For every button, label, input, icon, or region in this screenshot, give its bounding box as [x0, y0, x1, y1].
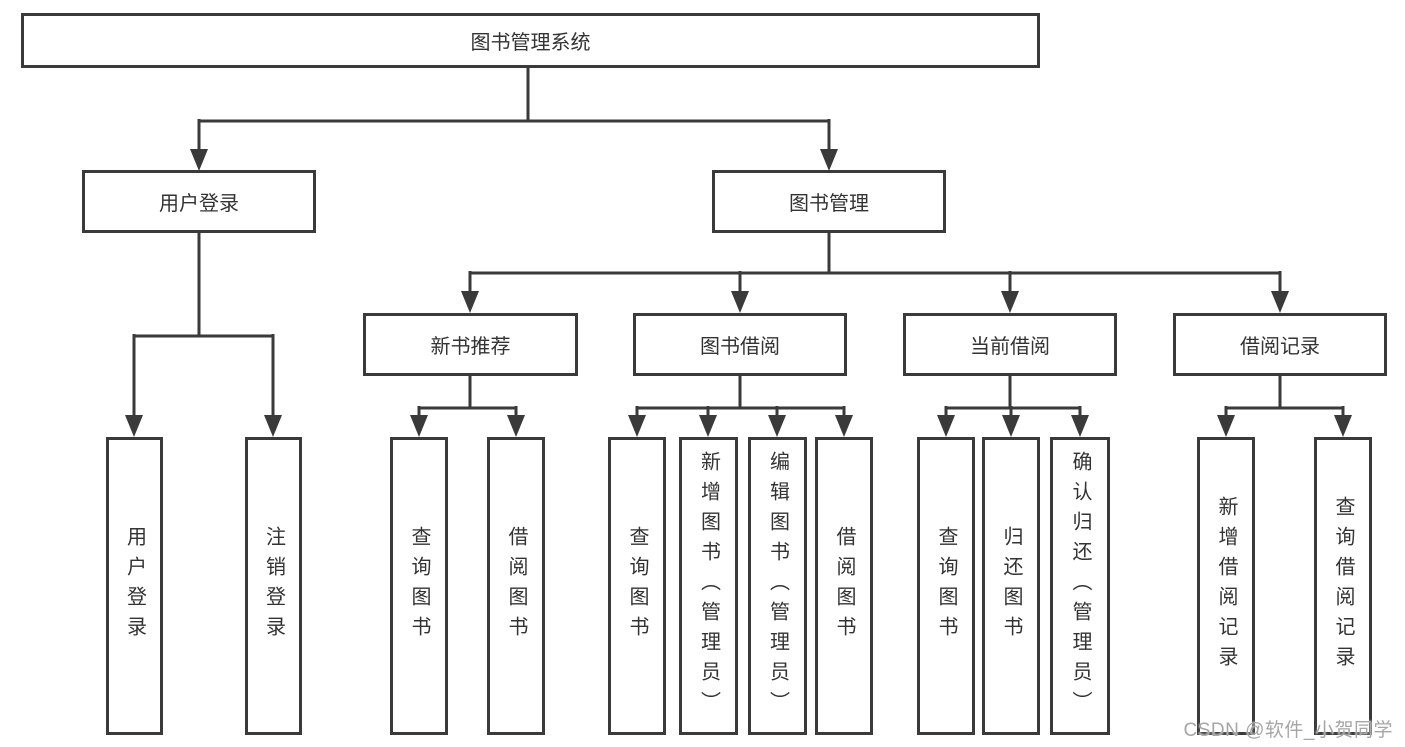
node-label: 编辑图书（管理员）	[766, 451, 789, 721]
node-label: 新书推荐	[430, 336, 511, 358]
node-label: 归还图书	[1000, 526, 1022, 646]
leaf-add-book-admin: 新增图书（管理员）	[679, 437, 738, 735]
leaf-query-books-recommend: 查询图书	[390, 437, 448, 735]
node-label: 新增借阅记录	[1215, 496, 1237, 676]
node-new-book-recommendation: 新书推荐	[363, 313, 578, 376]
node-user-login: 用户登录	[82, 170, 316, 233]
node-label: 当前借阅	[970, 336, 1050, 358]
node-label: 查询图书	[626, 526, 648, 646]
leaf-edit-book-admin: 编辑图书（管理员）	[748, 437, 807, 735]
node-label: 查询图书	[935, 526, 957, 646]
node-label: 查询图书	[408, 526, 430, 646]
leaf-query-books-borrow: 查询图书	[608, 437, 666, 735]
node-label: 借阅记录	[1240, 336, 1320, 358]
node-label: 用户登录	[123, 526, 146, 646]
leaf-borrow-books-recommend: 借阅图书	[487, 437, 545, 735]
leaf-borrow-books: 借阅图书	[815, 437, 873, 735]
leaf-confirm-return-admin: 确认归还（管理员）	[1050, 437, 1110, 735]
node-current-borrowing: 当前借阅	[903, 313, 1117, 376]
node-label: 确认归还（管理员）	[1069, 451, 1091, 721]
csdn-watermark: CSDN @软件_小贺同学	[1183, 720, 1393, 741]
node-borrowing-records: 借阅记录	[1173, 313, 1387, 376]
leaf-logout: 注销登录	[245, 437, 302, 735]
node-book-management: 图书管理	[712, 170, 946, 233]
node-label: 查询借阅记录	[1332, 496, 1354, 676]
node-label: 新增图书（管理员）	[697, 451, 720, 721]
leaf-return-book: 归还图书	[982, 437, 1040, 735]
node-label: 图书借阅	[700, 336, 780, 358]
leaf-query-borrow-record: 查询借阅记录	[1314, 437, 1372, 735]
node-label: 注销登录	[262, 526, 285, 646]
leaf-query-books-current: 查询图书	[917, 437, 975, 735]
node-label: 图书管理	[789, 193, 869, 215]
node-book-borrowing: 图书借阅	[633, 313, 847, 376]
leaf-add-borrow-record: 新增借阅记录	[1197, 437, 1255, 735]
node-label: 借阅图书	[833, 526, 855, 646]
node-label: 图书管理系统	[470, 32, 591, 54]
node-label: 用户登录	[159, 193, 239, 215]
node-label: 借阅图书	[505, 526, 527, 646]
node-library-system: 图书管理系统	[21, 13, 1040, 68]
leaf-user-login: 用户登录	[106, 437, 163, 735]
